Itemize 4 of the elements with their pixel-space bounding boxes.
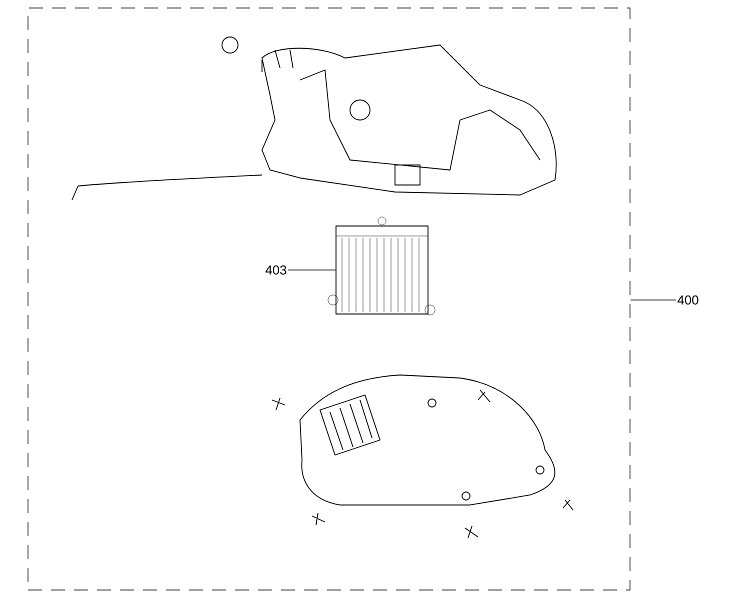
dashed-frame xyxy=(28,8,630,590)
part-number: 400 xyxy=(678,295,698,305)
part-number: 403 xyxy=(266,265,286,275)
filter-element-drawing xyxy=(328,216,436,316)
